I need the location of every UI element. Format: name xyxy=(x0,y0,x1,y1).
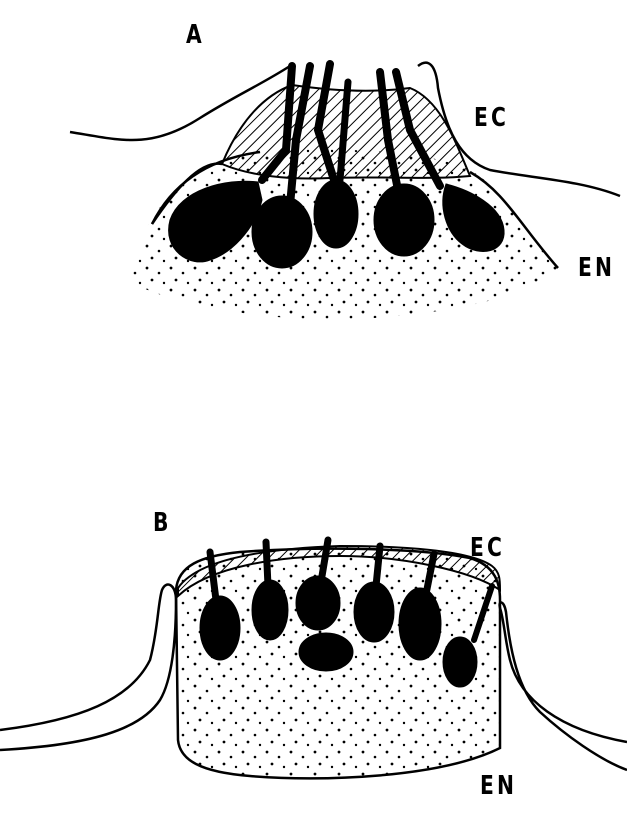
panel-a xyxy=(70,63,620,320)
panel-a-ectoderm-label: EC xyxy=(474,105,509,131)
panel-b-ectoderm-left xyxy=(0,585,176,750)
panel-b-ectoderm-right xyxy=(500,602,627,770)
panel-b-cell-4 xyxy=(299,633,353,671)
panel-b-endoderm-label: EN xyxy=(480,773,517,799)
panel-b-label: B xyxy=(153,510,172,536)
panel-a-endoderm-label: EN xyxy=(578,255,615,281)
panel-b xyxy=(0,540,627,778)
panel-b-ectoderm-label: EC xyxy=(470,535,505,561)
panel-a-label: A xyxy=(186,22,205,48)
